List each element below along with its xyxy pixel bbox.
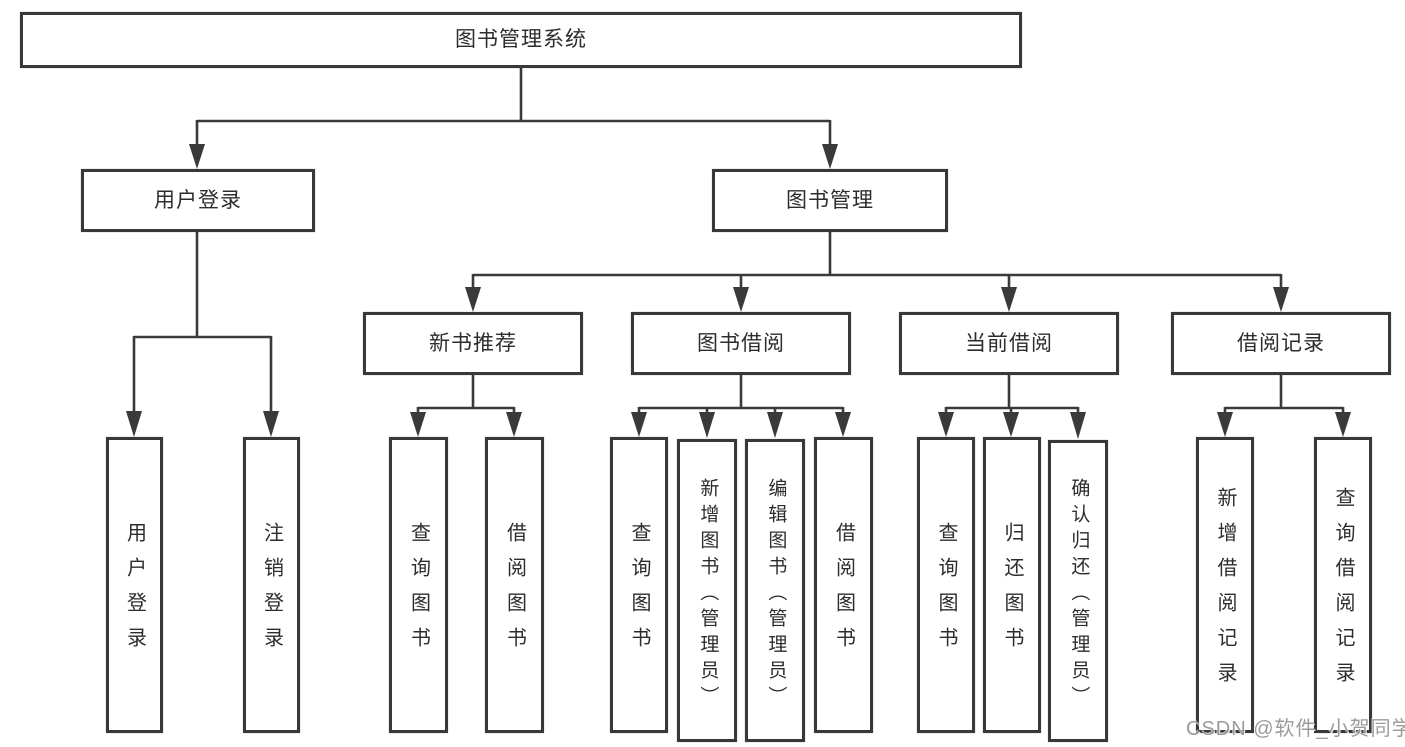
connector-newbooks-to-leaves xyxy=(416,375,516,418)
connector-borrow-to-leaves xyxy=(637,375,845,418)
leaf-logout: 注销登录 xyxy=(243,437,300,733)
leaf-add-borrow-record: 新增借阅记录 xyxy=(1196,437,1254,733)
connector-current-to-leaves xyxy=(944,375,1080,418)
node-user-login: 用户登录 xyxy=(81,169,315,232)
leaf-query-books-3: 查询图书 xyxy=(917,437,975,733)
leaf-return-books: 归还图书 xyxy=(983,437,1041,733)
node-root: 图书管理系统 xyxy=(20,12,1022,68)
arrowhead xyxy=(733,287,749,312)
arrowhead xyxy=(822,144,838,169)
arrowhead xyxy=(410,412,426,437)
arrowhead xyxy=(631,412,647,437)
arrowhead xyxy=(126,411,142,437)
arrowhead xyxy=(1217,412,1233,437)
node-borrow-records: 借阅记录 xyxy=(1171,312,1391,375)
connector-bookmgmt-to-level3 xyxy=(471,232,1283,292)
leaf-query-books-2: 查询图书 xyxy=(610,437,668,733)
arrowhead xyxy=(1273,287,1289,312)
node-book-borrow: 图书借阅 xyxy=(631,312,851,375)
csdn-watermark: CSDN @软件_小贺同学 xyxy=(1186,718,1405,740)
connector-records-to-leaves xyxy=(1223,375,1345,418)
arrowhead xyxy=(1335,412,1351,437)
leaf-edit-books-admin: 编辑图书（管理员） xyxy=(745,439,805,742)
arrowhead xyxy=(189,144,205,169)
leaf-borrow-books-2: 借阅图书 xyxy=(814,437,873,733)
arrowhead xyxy=(1003,412,1019,437)
arrowhead xyxy=(465,287,481,312)
arrowhead xyxy=(1001,287,1017,312)
node-book-management: 图书管理 xyxy=(712,169,948,232)
leaf-query-borrow-record: 查询借阅记录 xyxy=(1314,437,1372,733)
arrowhead xyxy=(263,411,279,437)
arrowhead xyxy=(1070,412,1086,439)
arrowhead xyxy=(699,412,715,438)
connector-root-to-level2 xyxy=(195,68,832,148)
arrowhead xyxy=(506,412,522,437)
node-new-book-recommend: 新书推荐 xyxy=(363,312,583,375)
leaf-confirm-return-admin: 确认归还（管理员） xyxy=(1048,440,1108,742)
connector-userlogin-to-leaves xyxy=(132,232,273,416)
leaf-add-books-admin: 新增图书（管理员） xyxy=(677,439,737,742)
leaf-borrow-books-1: 借阅图书 xyxy=(485,437,544,733)
arrowhead xyxy=(938,412,954,437)
leaf-query-books-1: 查询图书 xyxy=(389,437,448,733)
arrowhead xyxy=(767,412,783,438)
leaf-user-login: 用户登录 xyxy=(106,437,163,733)
node-current-borrow: 当前借阅 xyxy=(899,312,1119,375)
arrowhead xyxy=(835,412,851,437)
